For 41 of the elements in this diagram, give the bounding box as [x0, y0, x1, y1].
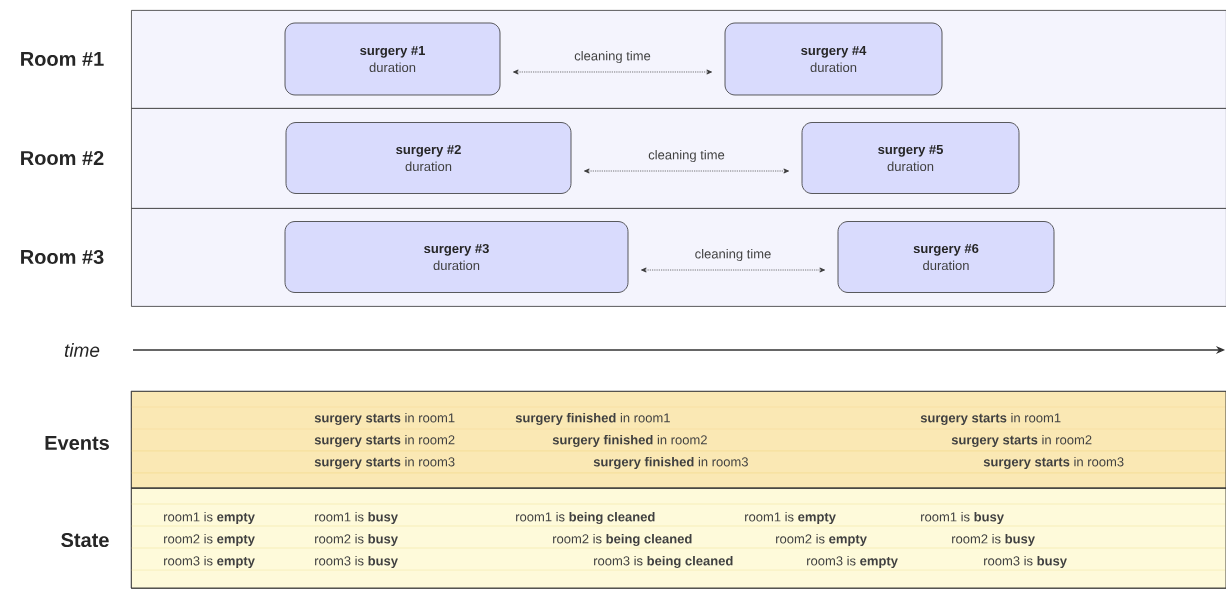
surgery-box: surgery #4 duration [724, 22, 943, 96]
state-text: room1 is empty [164, 511, 255, 525]
event-text: surgery starts in room2 [314, 434, 455, 448]
state-text: room3 is busy [984, 555, 1067, 569]
event-text: surgery starts in room3 [314, 456, 455, 470]
arrow [641, 267, 825, 273]
node-label: Room #3 [21, 249, 104, 265]
event-text: surgery starts in room2 [951, 434, 1092, 448]
surgery-box: surgery #1 duration [284, 22, 501, 96]
band [131, 391, 1226, 489]
state-text: room2 is busy [315, 533, 398, 547]
state-text: room3 is empty [807, 555, 898, 569]
band [131, 488, 1226, 589]
surgery-box: surgery #6 duration [837, 221, 1055, 293]
event-text: surgery finished in room3 [593, 456, 748, 470]
band-heading: State [61, 532, 109, 548]
state-text: room3 is empty [164, 555, 255, 569]
state-text: room1 is empty [745, 511, 836, 525]
arrow [584, 168, 789, 174]
state-text: room1 is busy [315, 511, 398, 525]
surgery-box: surgery #5 duration [801, 122, 1020, 194]
event-text: surgery finished in room2 [552, 434, 707, 448]
node-label: Room #1 [21, 52, 104, 66]
state-text: room2 is busy [952, 533, 1035, 547]
arrow [513, 69, 712, 75]
state-text: room2 is being cleaned [553, 533, 692, 547]
event-text: surgery starts in room3 [983, 456, 1124, 470]
event-text: surgery starts in room1 [920, 412, 1061, 426]
state-text: room2 is empty [164, 533, 255, 547]
node-label: Room #2 [21, 150, 104, 166]
surgery-box: surgery #3 duration [284, 221, 629, 293]
event-text: surgery starts in room1 [314, 412, 455, 426]
event-text: surgery finished in room1 [515, 412, 670, 426]
state-text: room1 is busy [921, 511, 1004, 525]
state-text: room3 is being cleaned [594, 555, 733, 569]
axis-label: time [64, 343, 100, 357]
state-text: room1 is being cleaned [516, 511, 655, 525]
state-text: room3 is busy [315, 555, 398, 569]
surgery-box: surgery #2 duration [285, 122, 572, 194]
band-heading: Events [45, 436, 109, 450]
state-text: room2 is empty [776, 533, 867, 547]
